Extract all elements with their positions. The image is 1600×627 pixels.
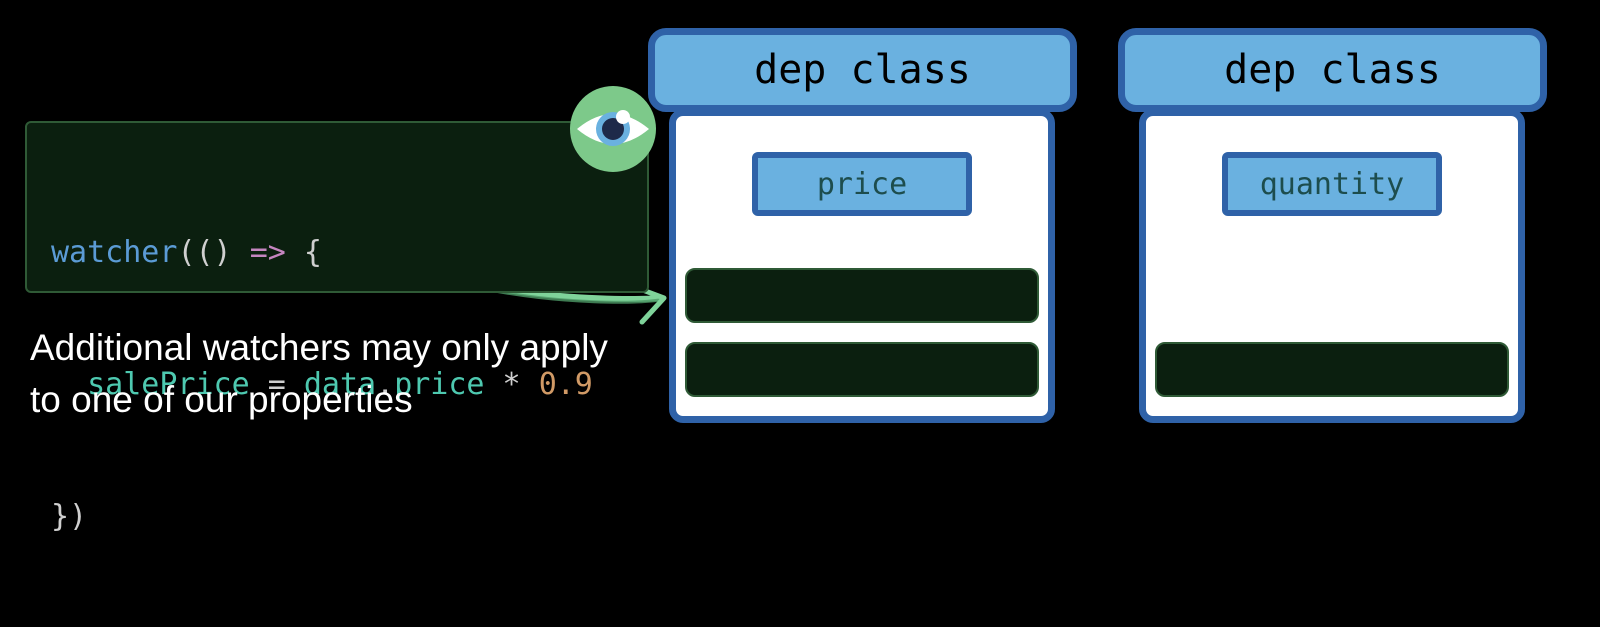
property-box-quantity: quantity [1222, 152, 1442, 216]
code-line-1: watcher(() => { [51, 231, 593, 275]
code-arrow-token: => [249, 235, 286, 270]
code-open-brace: { [285, 235, 322, 270]
code-open-paren: (() [177, 235, 250, 270]
watcher-code: watcher(() => { salePrice = data.price *… [51, 143, 593, 627]
watcher-slot [685, 268, 1039, 323]
watcher-slot [685, 342, 1039, 397]
code-dot: . [376, 367, 395, 402]
code-function-name: watcher [51, 235, 178, 270]
code-variable: salePrice [87, 367, 250, 402]
caption: Additional watchers may only apply to on… [30, 322, 670, 426]
dep-header: dep class [648, 28, 1077, 112]
caption-line-2: to one of our properties [30, 379, 413, 420]
code-close: }) [51, 499, 88, 534]
watcher-slot [1155, 342, 1509, 397]
code-multiply: * [484, 367, 539, 402]
code-property: price [394, 367, 485, 402]
code-assign: = [249, 367, 304, 402]
property-box-price: price [752, 152, 972, 216]
watcher-code-panel: watcher(() => { salePrice = data.price *… [25, 121, 649, 534]
dep-header: dep class [1118, 28, 1547, 112]
code-line-2: salePrice = data.price * 0.9 [51, 363, 593, 407]
caption-line-1: Additional watchers may only apply [30, 327, 608, 368]
code-number: 0.9 [538, 367, 593, 402]
eye-icon [570, 86, 656, 172]
code-line-3: }) [51, 495, 593, 539]
code-object: data [303, 367, 377, 402]
